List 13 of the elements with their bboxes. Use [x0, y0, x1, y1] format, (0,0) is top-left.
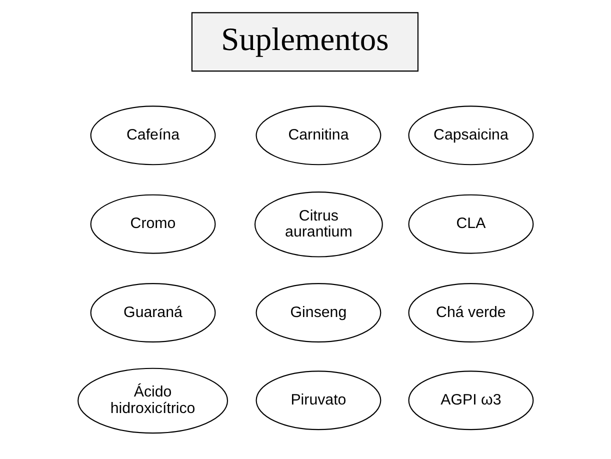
node-ellipse: AGPI ω3: [408, 370, 534, 430]
node-ellipse: Cromo: [90, 194, 216, 254]
node-ellipse: Cafeína: [90, 106, 216, 166]
node-ellipse: Guaraná: [90, 283, 216, 343]
node-ellipse: Piruvato: [256, 370, 382, 430]
node-ellipse: Ginseng: [256, 283, 382, 343]
node-ellipse: Carnitina: [256, 106, 382, 166]
node-ellipse: Citrus aurantium: [254, 192, 383, 258]
node-ellipse: Ácido hidroxicítrico: [78, 368, 228, 434]
node-ellipse: CLA: [408, 194, 534, 254]
node-ellipse: Capsaicina: [408, 106, 534, 166]
node-box: Suplementos: [191, 12, 419, 72]
node-ellipse: Chá verde: [408, 283, 534, 343]
